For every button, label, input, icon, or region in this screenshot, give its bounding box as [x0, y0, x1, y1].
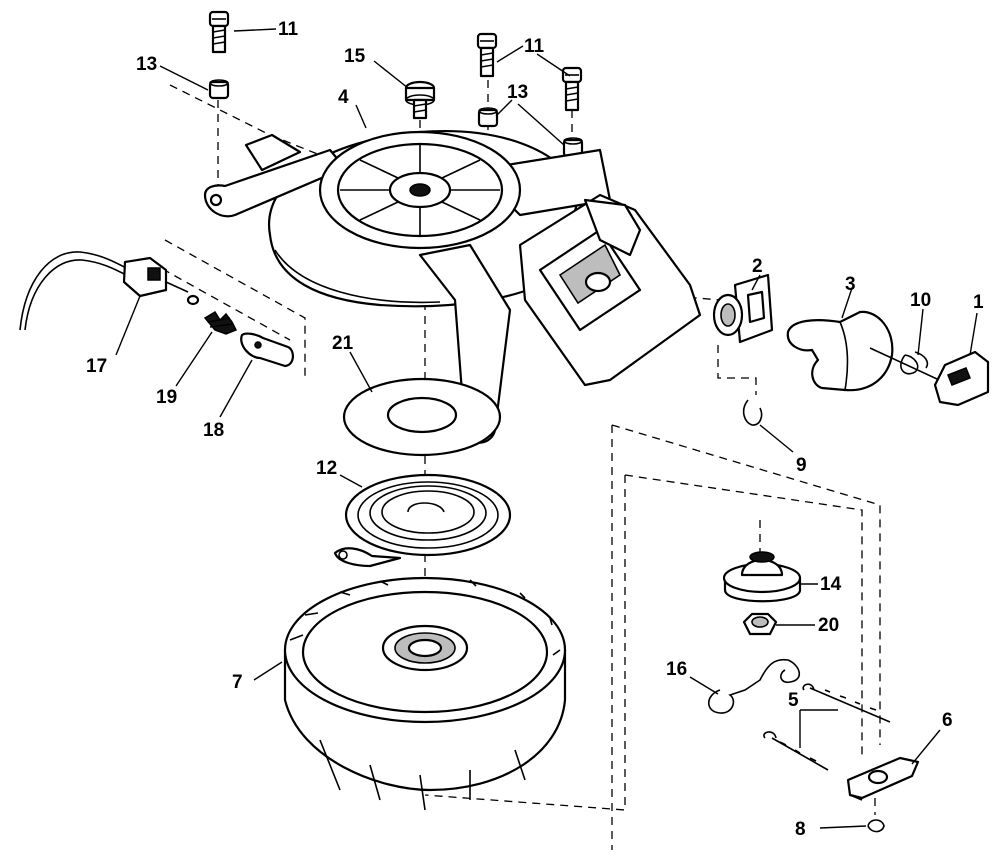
- callout-11-top-right: 11: [524, 36, 545, 57]
- callout-20: 20: [818, 615, 839, 636]
- callout-8: 8: [795, 819, 806, 840]
- callout-2: 2: [752, 256, 763, 277]
- leader-lines: [115, 28, 978, 829]
- bolt-15: [404, 80, 436, 120]
- callout-15: 15: [344, 46, 366, 67]
- callout-18: 18: [203, 420, 224, 441]
- bushing-13-middle: [477, 107, 499, 128]
- cam-14: [722, 551, 802, 603]
- spring-wire-16: [707, 658, 800, 714]
- callout-labels: 11 13 15 4 11 13 2 3 10 1 17 19 18 21 12…: [86, 19, 984, 840]
- callout-7: 7: [232, 672, 243, 693]
- callout-12: 12: [316, 458, 337, 479]
- nut-20: [742, 612, 778, 636]
- pin: [186, 294, 200, 306]
- callout-19: 19: [156, 387, 177, 408]
- rope-guide-2: [712, 273, 774, 344]
- callout-14: 14: [820, 574, 842, 595]
- anchor-1: [933, 350, 990, 407]
- callout-13-left: 13: [136, 54, 157, 75]
- bushing-13-left: [208, 79, 230, 100]
- callout-6: 6: [942, 710, 953, 731]
- callout-9: 9: [796, 455, 807, 476]
- spring-19: [203, 310, 238, 335]
- clip-9: [742, 399, 763, 426]
- callout-16: 16: [666, 659, 687, 680]
- recoil-spring-12: [333, 473, 512, 568]
- callout-5: 5: [788, 690, 799, 711]
- plunger-18: [240, 332, 294, 368]
- starter-housing-4: [203, 130, 702, 444]
- callout-3: 3: [845, 274, 856, 295]
- screw-11-left: [208, 10, 230, 54]
- plate-21: [342, 377, 502, 457]
- handle-3: [786, 310, 894, 392]
- pawl-6: [846, 756, 920, 801]
- cable-17: [19, 251, 189, 331]
- circlip-8: [867, 819, 885, 833]
- pulley-7: [283, 576, 567, 811]
- callout-17: 17: [86, 356, 107, 377]
- callout-13-right: 13: [507, 82, 528, 103]
- screw-11-right: [561, 66, 583, 112]
- springs-5: [763, 683, 891, 771]
- callout-21: 21: [332, 333, 354, 354]
- callout-4: 4: [338, 87, 349, 108]
- callout-1: 1: [973, 292, 984, 313]
- screw-11-middle: [476, 32, 498, 78]
- callout-11-top-left: 11: [278, 19, 299, 40]
- rope-10: [869, 347, 951, 386]
- callout-10: 10: [910, 290, 931, 311]
